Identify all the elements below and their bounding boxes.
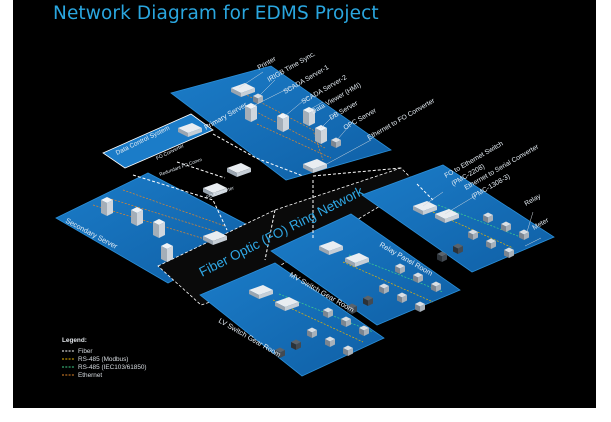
legend-ethernet-label: Ethernet: [78, 372, 102, 379]
eth-fo-converter-label: Ethernet to FO Converter: [367, 97, 437, 142]
secondary-server-3-icon: [153, 219, 165, 238]
fiber-links: [132, 133, 434, 261]
network-diagram: Printer IRIGB Time Sync. SCADA Server-1 …: [55, 51, 555, 379]
lv-switch-gear-room-panel: [199, 262, 385, 377]
legend-title: Legend:: [62, 337, 87, 344]
scada-server-2-icon: [277, 113, 289, 132]
diagram-canvas: Network Diagram for EDMS Project: [13, 0, 596, 408]
legend: Legend: Fiber RS-485 (Modbus) RS-485 (IE…: [62, 337, 147, 379]
legend-iec-label: RS-485 (IEC103/61850): [78, 364, 147, 371]
relay-panel-room-panel: [361, 164, 555, 273]
legend-modbus-label: RS-485 (Modbus): [78, 356, 128, 363]
legend-fiber-label: Fiber: [78, 348, 93, 355]
mv-switch-gear-room-panel: [270, 213, 461, 326]
secondary-server-2-icon: [131, 207, 143, 226]
callout-lines: [238, 71, 542, 247]
secondary-server-1-icon: [101, 197, 113, 216]
relay-label: Relay: [524, 193, 543, 208]
diagram-title: Network Diagram for EDMS Project: [53, 3, 379, 24]
secondary-server-4-icon: [161, 243, 173, 262]
mid-converter-icon: [227, 163, 251, 177]
redundant-fo-label: Redundant FO Comm: [159, 157, 203, 177]
